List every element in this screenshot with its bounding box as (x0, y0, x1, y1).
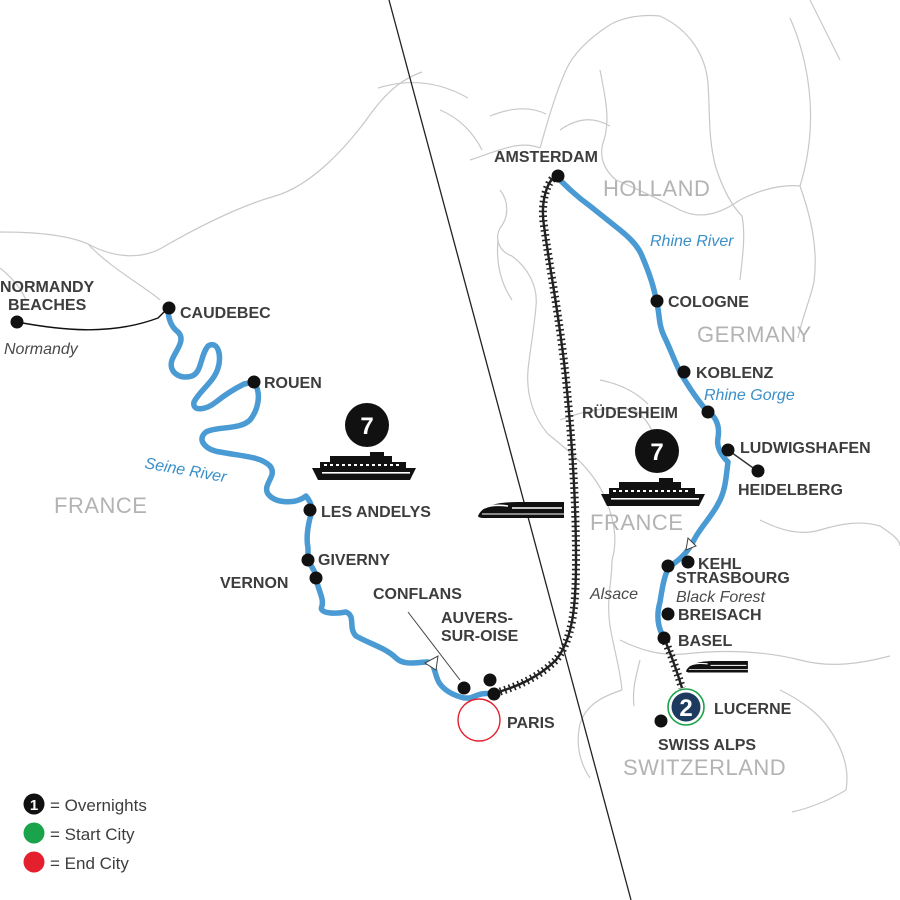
land-outlines (0, 0, 900, 813)
label-alsace-region: Alsace (589, 586, 638, 603)
legend-start-swatch (23, 822, 45, 844)
flow-arrow-icon (424, 655, 439, 671)
city-dot-strasbourg (661, 559, 675, 573)
label-cologne: COLOGNE (668, 294, 749, 311)
label-koblenz: KOBLENZ (696, 365, 774, 382)
ship-icon (312, 452, 416, 480)
label-auvers-line1: AUVERS- (441, 610, 513, 627)
legend-overnights-symbol: 1 (30, 797, 38, 814)
legend-end-label: = End City (50, 854, 129, 873)
map-legend: 1 = Overnights = Start City = End City (23, 793, 147, 873)
legend-item-start-city: = Start City (23, 822, 135, 844)
label-basel: BASEL (678, 633, 732, 650)
city-dot-conflans (457, 681, 471, 695)
label-les-andelys: LES ANDELYS (321, 504, 431, 521)
leader-line-conflans (407, 611, 461, 681)
label-rhine-gorge: Rhine Gorge (704, 387, 795, 404)
label-conflans: CONFLANS (373, 586, 462, 603)
panel-divider (388, 0, 632, 900)
city-dot-vernon (309, 571, 323, 585)
city-dot-koblenz (677, 365, 691, 379)
city-dot-basel (657, 631, 671, 645)
label-kehl: KEHL (698, 556, 742, 573)
country-label-france-east: FRANCE (590, 510, 683, 535)
label-rhine-river: Rhine River (650, 233, 734, 250)
country-label-holland: HOLLAND (603, 176, 710, 201)
legend-start-label: = Start City (50, 825, 135, 844)
city-dot-rouen (247, 375, 261, 389)
label-strasbourg: STRASBOURG (676, 570, 790, 587)
lucerne-overnights-badge: 2 (667, 688, 705, 726)
city-dot-caudebec (162, 301, 176, 315)
country-label-germany: GERMANY (697, 322, 812, 347)
legend-item-end-city: = End City (23, 851, 129, 873)
train-icon (478, 502, 564, 518)
rhine-overnights-badge: 7 (635, 429, 679, 473)
city-dot-paris (487, 687, 501, 701)
label-black-forest-region: Black Forest (676, 589, 765, 606)
city-dot-rudesheim (701, 405, 715, 419)
seine-overnights-badge: 7 (345, 403, 389, 447)
legend-item-overnights: 1 = Overnights (23, 793, 147, 815)
city-dot-les-andelys (303, 503, 317, 517)
label-normandy-beaches-line1: NORMANDY (0, 279, 95, 296)
label-breisach: BREISACH (678, 607, 762, 624)
label-vernon: VERNON (220, 575, 288, 592)
city-dots (10, 169, 765, 728)
city-dot-ludwigshafen (721, 443, 735, 457)
city-dot-cologne (650, 294, 664, 308)
label-amsterdam: AMSTERDAM (494, 149, 598, 166)
normandy-excursion-line (16, 307, 169, 331)
city-labels: NORMANDY BEACHES CAUDEBEC ROUEN LES ANDE… (0, 149, 871, 754)
label-normandy-region: Normandy (4, 341, 79, 358)
legend-overnights-label: = Overnights (50, 796, 147, 815)
city-dot-normandy-beaches (10, 315, 24, 329)
label-auvers-line2: SUR-OISE (441, 628, 519, 645)
label-swiss-alps: SWISS ALPS (658, 737, 756, 754)
label-paris: PARIS (507, 715, 555, 732)
country-label-france-west: FRANCE (54, 493, 147, 518)
country-label-switzerland: SWITZERLAND (623, 755, 786, 780)
label-ludwigshafen: LUDWIGSHAFEN (740, 440, 871, 457)
flow-arrow-icon (685, 536, 697, 551)
label-giverny: GIVERNY (318, 552, 390, 569)
label-lucerne: LUCERNE (714, 701, 792, 718)
city-dot-kehl (681, 555, 695, 569)
label-rudesheim: RÜDESHEIM (582, 403, 678, 422)
legend-overnights-swatch (23, 793, 45, 815)
ship-icon (601, 478, 705, 506)
end-city-marker (457, 698, 501, 742)
label-seine-river: Seine River (143, 455, 228, 486)
city-dot-auvers-sur-oise (483, 673, 497, 687)
country-labels: FRANCE HOLLAND GERMANY FRANCE SWITZERLAN… (54, 176, 812, 780)
seine-nights-number: 7 (360, 413, 373, 440)
city-dot-swiss-alps (654, 714, 668, 728)
train-icon (686, 661, 748, 673)
label-rouen: ROUEN (264, 375, 322, 392)
label-heidelberg: HEIDELBERG (738, 482, 843, 499)
city-dot-breisach (661, 607, 675, 621)
rhine-nights-number: 7 (650, 439, 663, 466)
lucerne-nights-number: 2 (679, 695, 692, 722)
legend-end-swatch (23, 851, 45, 873)
seine-route (165, 305, 495, 701)
city-dot-heidelberg (751, 464, 765, 478)
city-dot-amsterdam (551, 169, 565, 183)
city-dot-giverny (301, 553, 315, 567)
label-normandy-beaches-line2: BEACHES (8, 297, 87, 314)
label-caudebec: CAUDEBEC (180, 305, 271, 322)
